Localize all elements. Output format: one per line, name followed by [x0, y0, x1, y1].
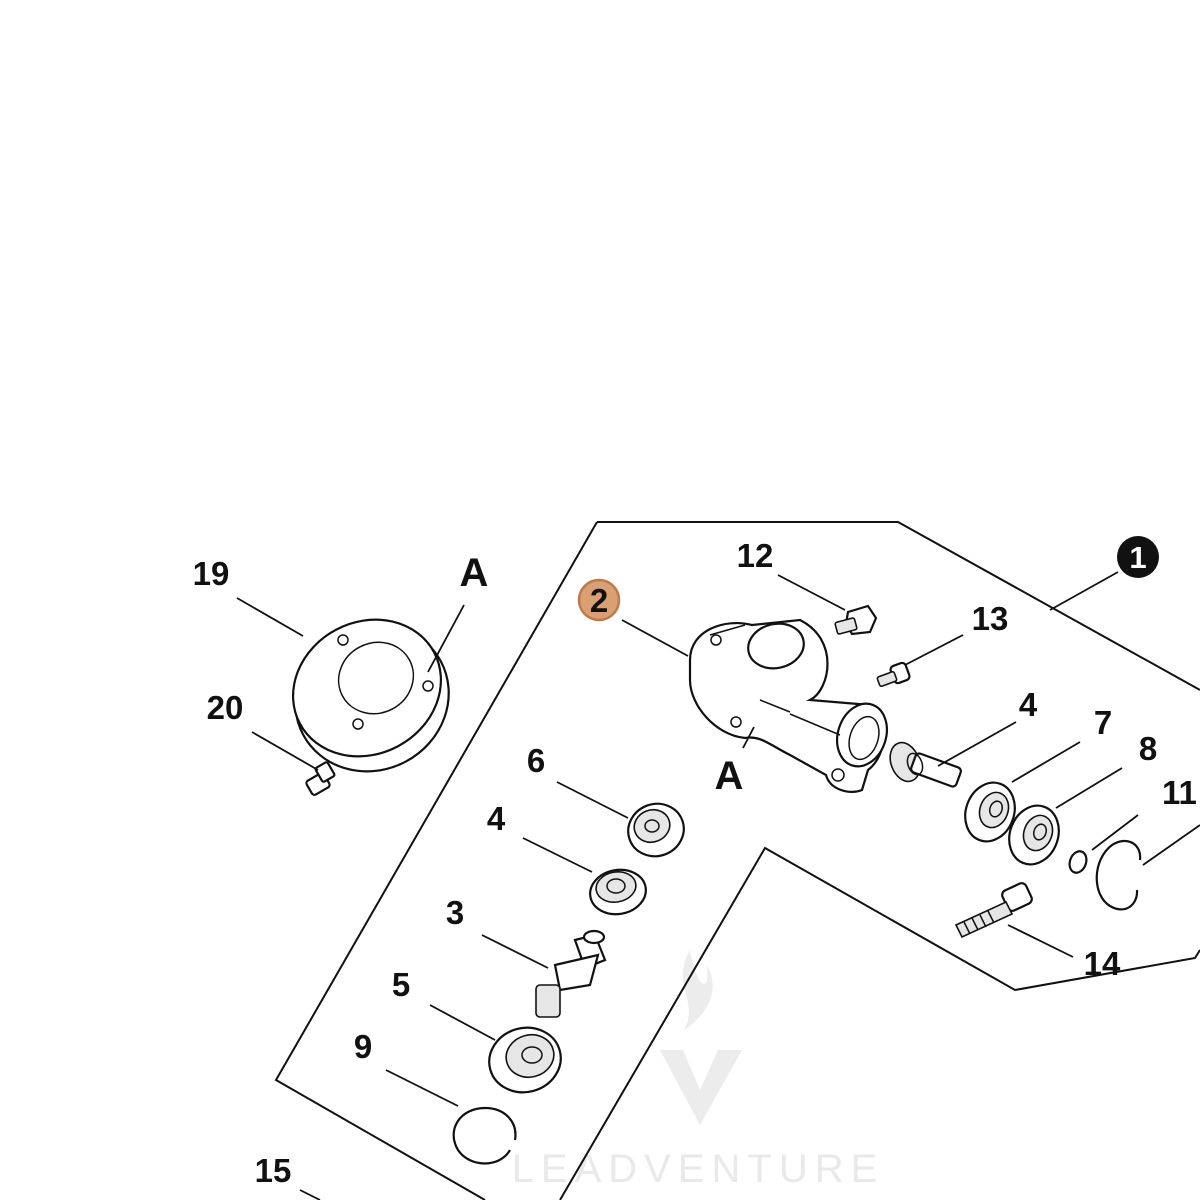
callout-4-right: 4 [1019, 686, 1038, 723]
callout-1: 1 [1129, 540, 1146, 575]
part-4-gear-left [589, 868, 647, 916]
callout-6: 6 [527, 742, 545, 779]
part-12-bolt [834, 604, 878, 636]
part-19-flange [291, 618, 450, 773]
callout-2: 2 [590, 582, 608, 619]
callout-11: 11 [1162, 774, 1197, 811]
callout-12: 12 [737, 537, 774, 574]
callout-7: 7 [1094, 704, 1112, 741]
watermark-v-icon [660, 1050, 742, 1125]
part-6-bearing [627, 802, 685, 858]
watermark: LEADVENTURE [512, 950, 885, 1191]
callout-13: 13 [972, 600, 1009, 637]
leader-lines [236, 571, 1200, 1200]
part-4-pinion-right [889, 741, 962, 788]
callout-8: 8 [1139, 730, 1157, 767]
part-11-circlip [1095, 839, 1142, 911]
callout-5: 5 [392, 966, 410, 1003]
callout-14: 14 [1084, 945, 1121, 982]
mark-A-flange: A [460, 551, 489, 595]
part-5-bearing [488, 1026, 562, 1094]
part-20-screw [305, 761, 336, 796]
part-14-bolt [954, 882, 1033, 939]
watermark-text: LEADVENTURE [512, 1147, 885, 1191]
part-9-circlip [452, 1106, 517, 1165]
watermark-flame-icon [682, 950, 713, 1030]
callout-4-left: 4 [487, 800, 506, 837]
mark-A-housing: A [715, 754, 744, 798]
callouts: 1 2 3 4 4 5 6 7 8 9 11 12 13 14 15 19 20… [193, 536, 1197, 1189]
callout-2-highlight [577, 578, 621, 622]
callout-19: 19 [193, 555, 230, 592]
part-13-screw [876, 661, 911, 688]
callout-15: 15 [255, 1152, 292, 1189]
callout-20: 20 [207, 689, 244, 726]
part-3-shaft [535, 929, 607, 1018]
part-8-bearing [1008, 804, 1060, 866]
callout-3: 3 [446, 894, 464, 931]
callout-9: 9 [354, 1028, 372, 1065]
callout-1-marker [1117, 536, 1159, 578]
assembly-frame [274, 521, 1200, 1200]
part-7-bearing [964, 781, 1016, 843]
part-2-gear-housing [688, 618, 888, 793]
part-washer [1068, 850, 1088, 874]
